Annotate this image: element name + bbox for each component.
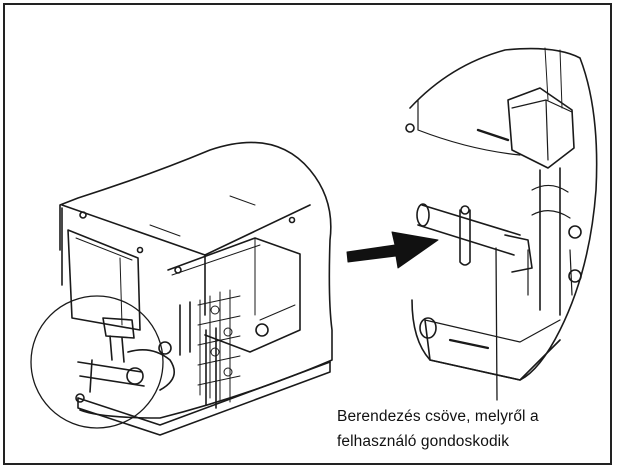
pipe-detail-view	[405, 47, 598, 401]
unit-overview	[30, 141, 333, 436]
diagram-frame	[3, 3, 612, 465]
right-arrow-icon	[346, 231, 439, 269]
callout-caption: Berendezés csöve, melyről a felhasználó …	[337, 404, 592, 454]
caption-line-1: Berendezés csöve, melyről a	[337, 404, 592, 429]
caption-line-2: felhasználó gondoskodik	[337, 433, 510, 450]
caption-line-1-text: Berendezés csöve, melyről a	[337, 408, 539, 425]
